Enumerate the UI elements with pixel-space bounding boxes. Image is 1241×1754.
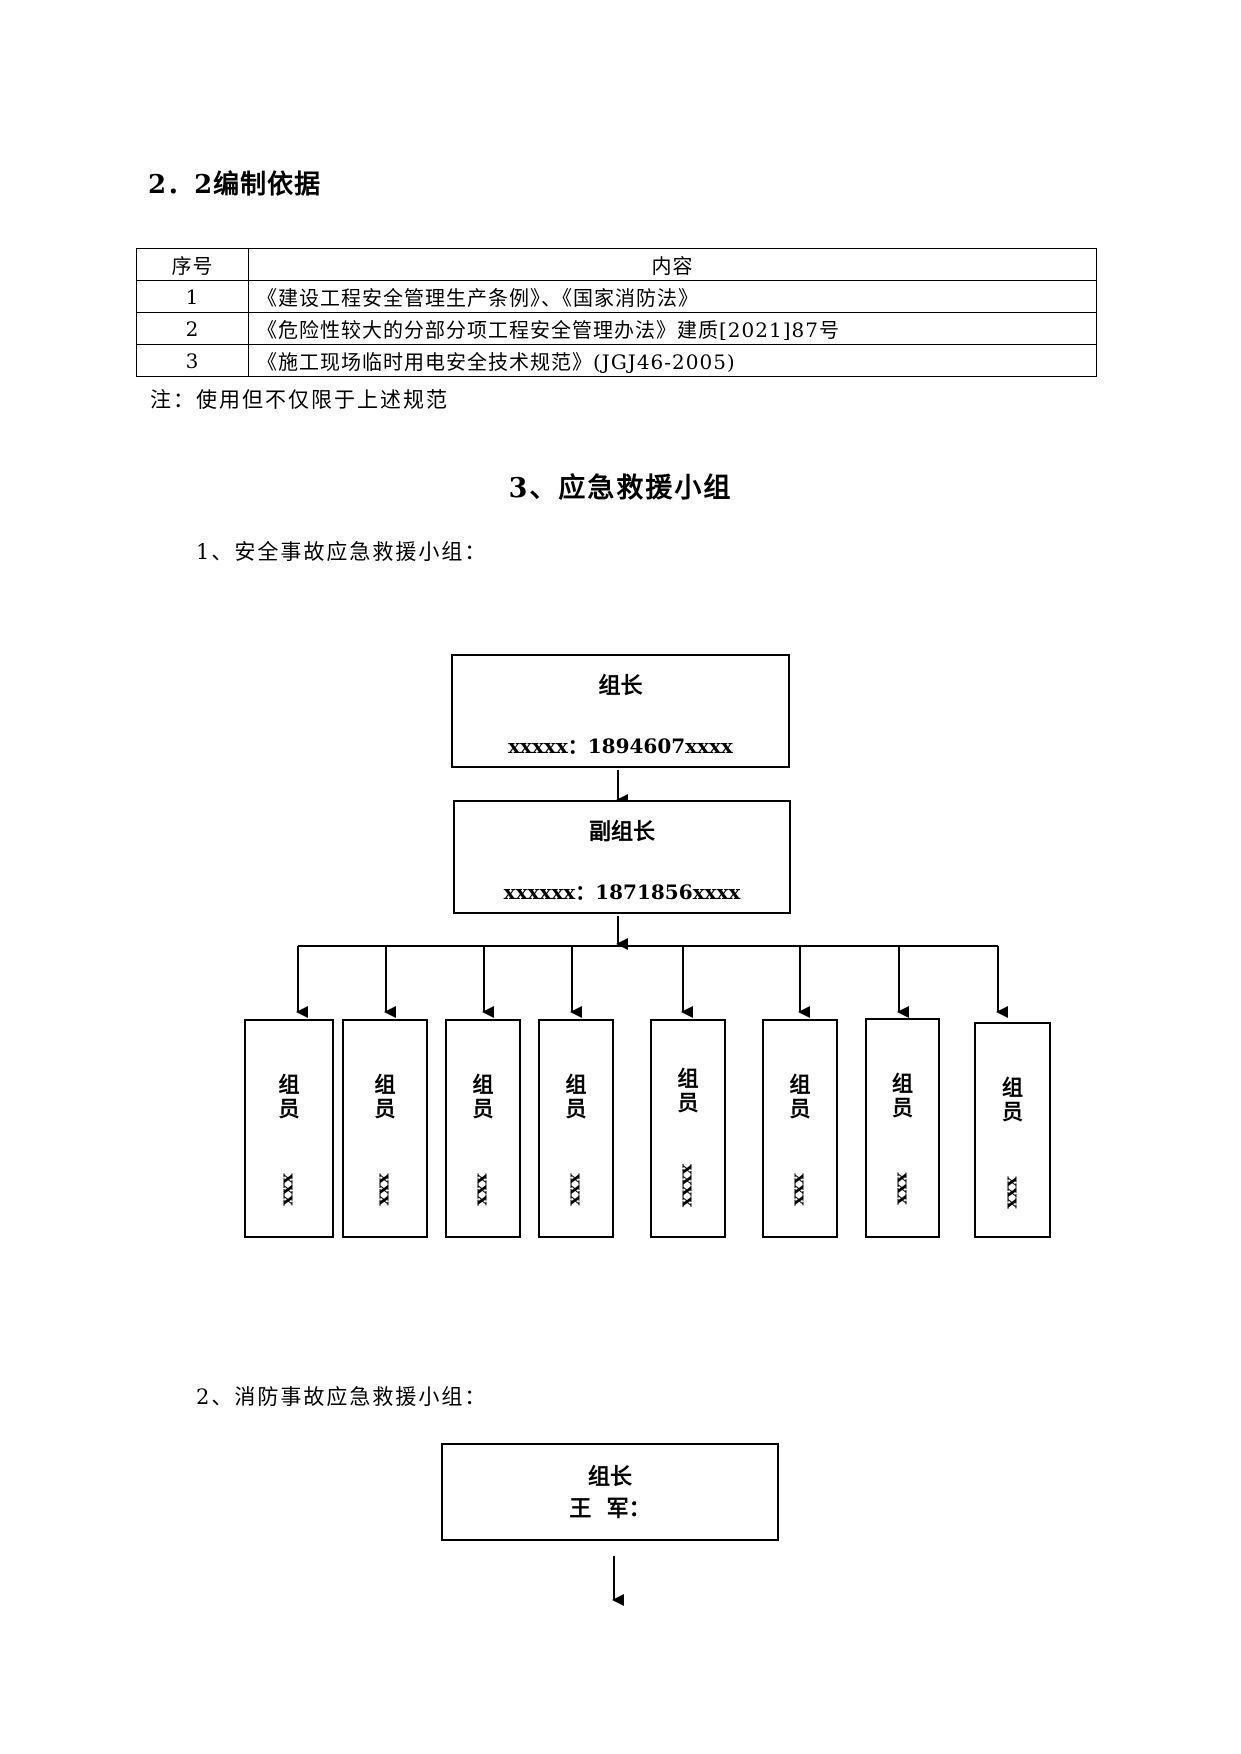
leader-box: 组长 xxxxx：1894607xxxx <box>451 654 790 768</box>
member-role: 组员 <box>892 1071 913 1120</box>
table-note: 注：使用但不仅限于上述规范 <box>150 388 449 412</box>
member-box: 组员 xxx <box>974 1022 1051 1238</box>
member-role: 组员 <box>789 1072 811 1121</box>
member-name: xxx <box>565 1173 587 1206</box>
deputy-box: 副组长 xxxxxx：1871856xxxx <box>453 800 791 914</box>
member-box: 组员 xxx <box>445 1019 521 1238</box>
member-box: 组员 xxx <box>342 1019 428 1238</box>
deputy-role: 副组长 <box>588 819 655 845</box>
member-role: 组员 <box>278 1072 300 1121</box>
fire-leader-box: 组长 王 军： <box>441 1443 779 1541</box>
member-name: xxx <box>472 1173 494 1206</box>
row-index: 1 <box>136 280 249 313</box>
member-box: 组员 xxx <box>538 1019 614 1238</box>
header-index: 序号 <box>136 248 249 281</box>
table-row: 3 《施工现场临时用电安全技术规范》(JGJ46-2005) <box>136 344 1097 377</box>
group-1-title: 1、安全事故应急救援小组： <box>196 540 488 564</box>
member-box: 组员 xxxx <box>650 1019 726 1238</box>
member-box: 组员 xxx <box>762 1019 838 1238</box>
row-content: 《施工现场临时用电安全技术规范》(JGJ46-2005) <box>248 344 1097 377</box>
fire-leader-role: 组长 <box>587 1464 632 1490</box>
row-index: 2 <box>136 312 249 345</box>
member-box: 组员 xxx <box>244 1019 334 1238</box>
member-role: 组员 <box>677 1066 699 1115</box>
leader-role: 组长 <box>598 673 643 699</box>
member-role: 组员 <box>374 1072 396 1121</box>
member-role: 组员 <box>1002 1075 1023 1124</box>
fire-leader-name: 王 军： <box>569 1496 651 1522</box>
basis-table: 序号 内容 1 《建设工程安全管理生产条例》、《国家消防法》 2 《危险性较大的… <box>136 248 1097 377</box>
group-2-title: 2、消防事故应急救援小组： <box>196 1385 488 1409</box>
section-heading-2-2: 2．2编制依据 <box>148 170 322 200</box>
member-name: xxx <box>892 1172 913 1205</box>
member-role: 组员 <box>472 1072 494 1121</box>
member-role: 组员 <box>565 1072 587 1121</box>
member-box: 组员 xxx <box>865 1018 940 1238</box>
section-heading-3: 3、应急救援小组 <box>508 473 733 504</box>
member-name: xxx <box>789 1173 811 1206</box>
leader-contact: xxxxx：1894607xxxx <box>508 734 733 758</box>
member-name: xxxx <box>677 1164 699 1207</box>
member-name: xxx <box>278 1173 300 1206</box>
member-name: xxx <box>1002 1176 1023 1209</box>
deputy-contact: xxxxxx：1871856xxxx <box>503 880 741 904</box>
member-name: xxx <box>374 1173 396 1206</box>
